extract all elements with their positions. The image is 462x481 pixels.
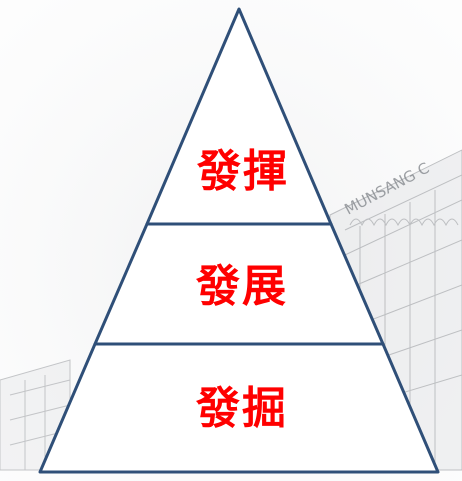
pyramid-tier-bottom xyxy=(38,342,440,474)
tier-label-top: 發揮 xyxy=(196,146,289,197)
tier-label-bottom: 發掘 xyxy=(195,383,288,434)
tier-label-middle: 發展 xyxy=(195,261,288,312)
